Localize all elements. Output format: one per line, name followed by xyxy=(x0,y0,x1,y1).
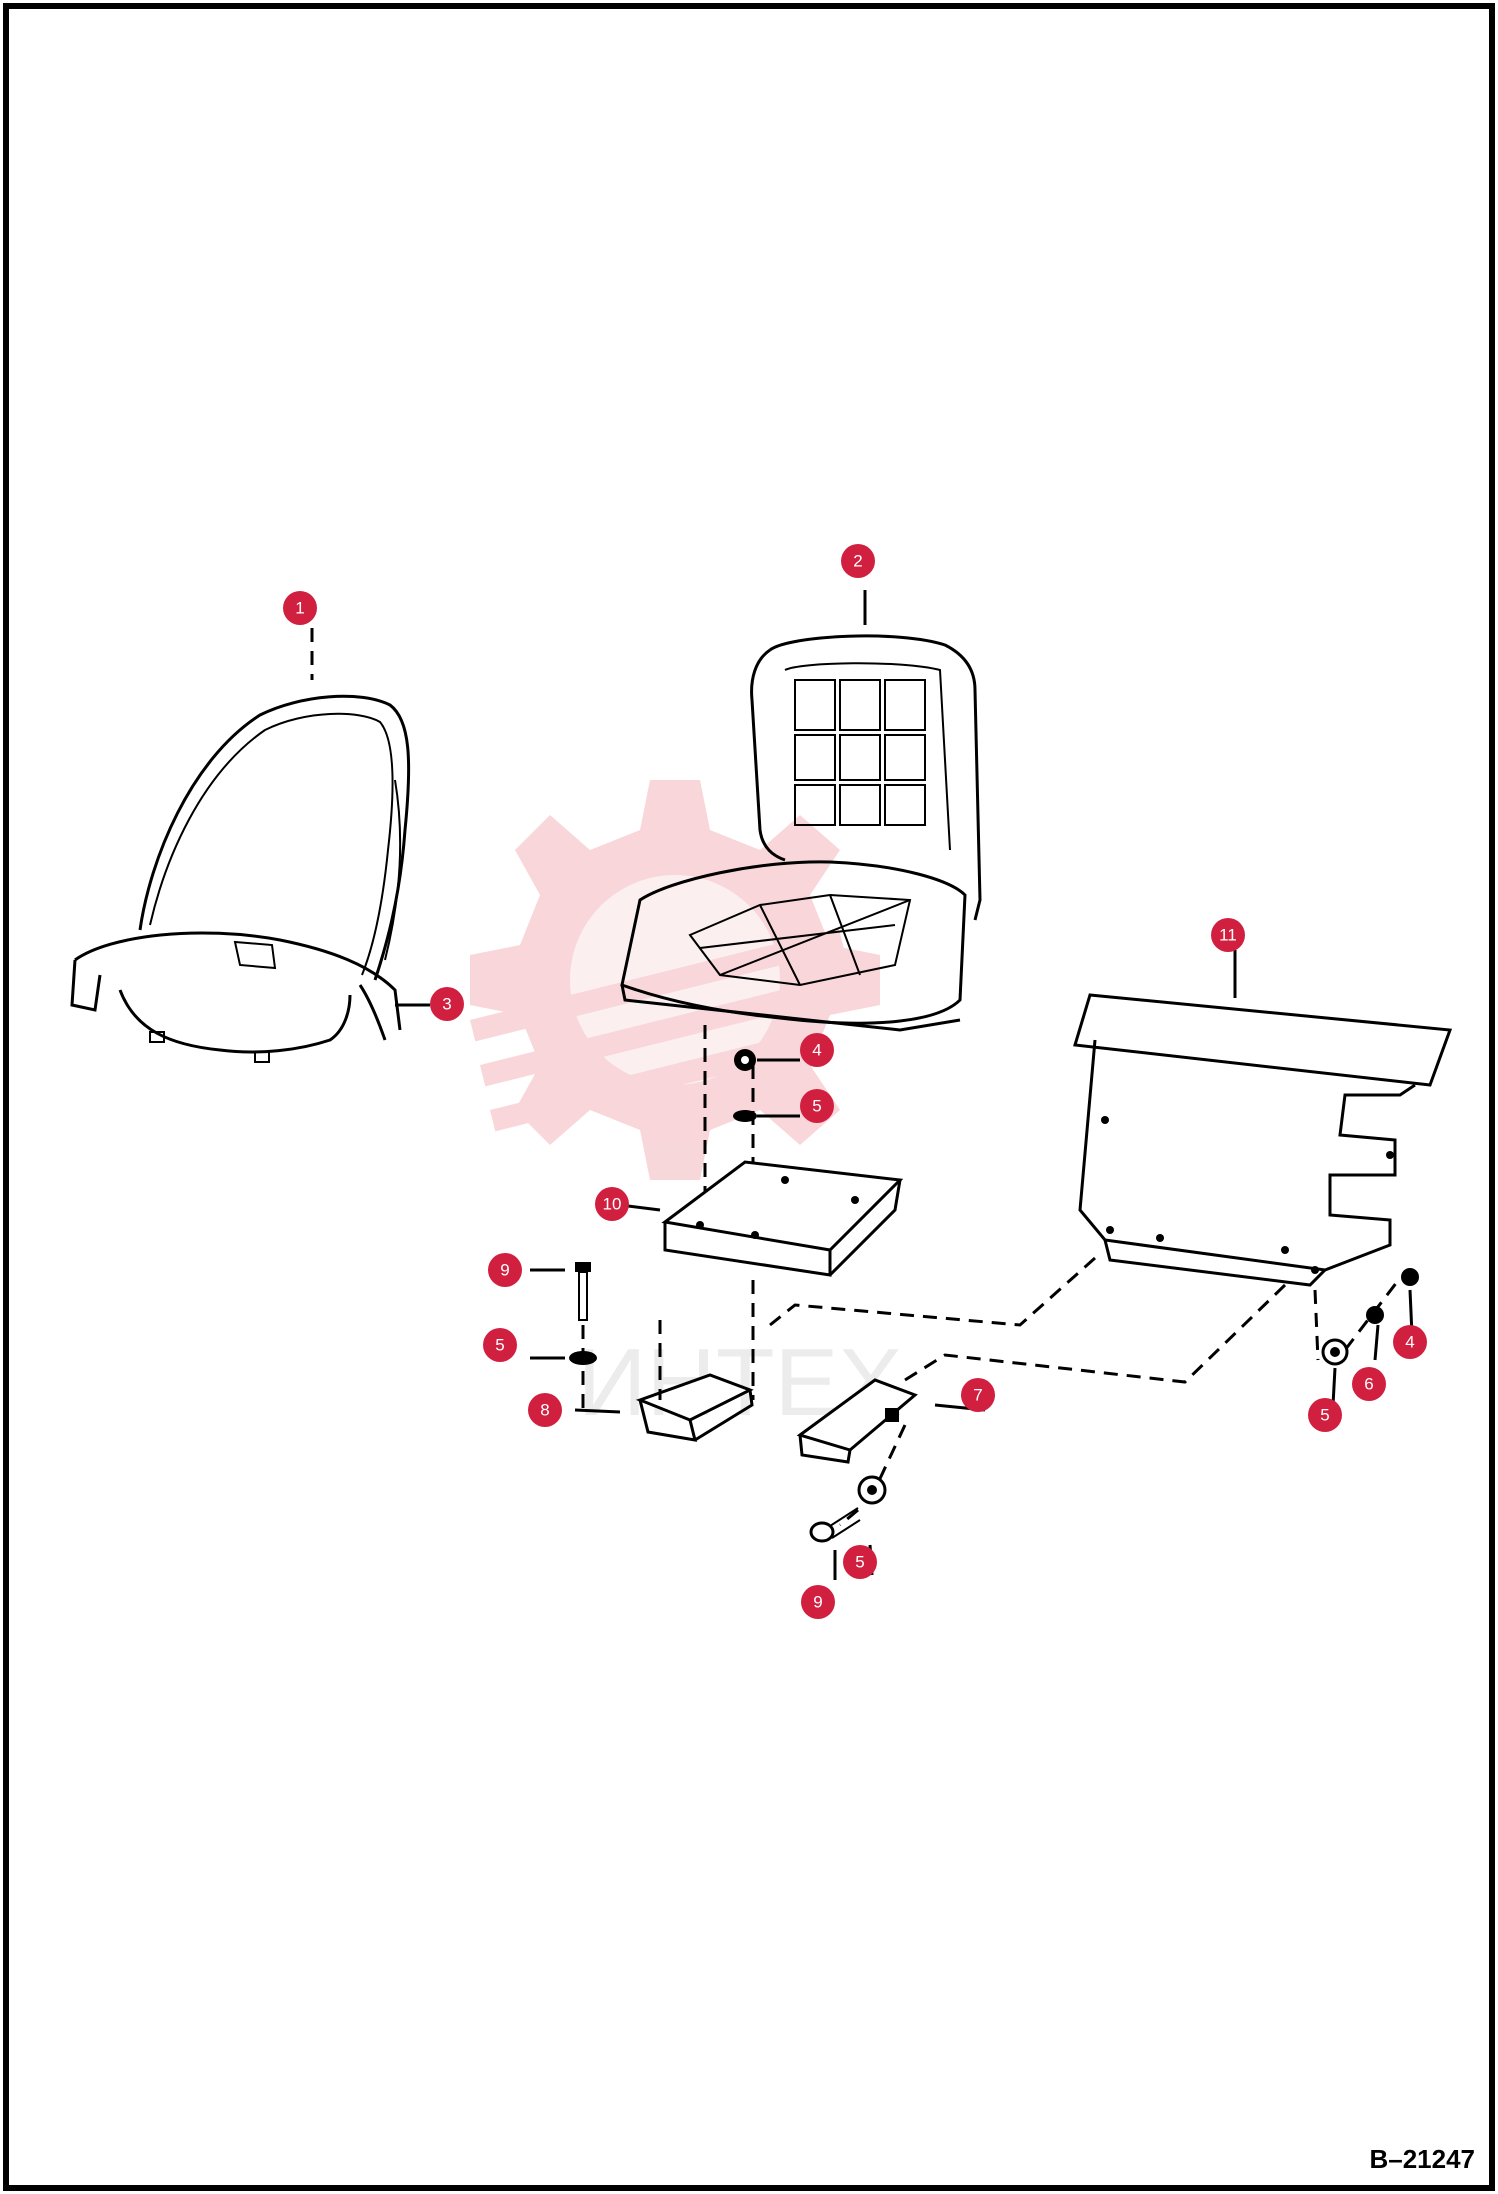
callout-4: 4 xyxy=(800,1033,834,1067)
dashed-right-hardware xyxy=(1343,1277,1402,1351)
callout-label: 11 xyxy=(1219,926,1237,945)
callout-5: 5 xyxy=(800,1089,834,1123)
callout-marker xyxy=(595,1187,629,1221)
callout-marker xyxy=(528,1393,562,1427)
bolt-upper xyxy=(575,1262,591,1321)
callout-label: 4 xyxy=(1405,1333,1414,1352)
callout-label: 1 xyxy=(295,599,304,618)
callout-10: 10 xyxy=(595,1187,629,1221)
callout-9: 9 xyxy=(801,1585,835,1619)
callout-label: 5 xyxy=(1320,1406,1329,1425)
leader-8 xyxy=(574,1408,621,1414)
callout-label: 9 xyxy=(500,1261,509,1280)
page-border xyxy=(3,3,1495,2191)
callout-label: 9 xyxy=(813,1593,822,1612)
callout-marker xyxy=(801,1585,835,1619)
callout-marker xyxy=(843,1545,877,1579)
callout-marker xyxy=(800,1089,834,1123)
callout-7: 7 xyxy=(961,1378,995,1412)
callout-5: 5 xyxy=(1308,1398,1342,1432)
callout-marker xyxy=(1352,1367,1386,1401)
washer-right xyxy=(1321,1338,1349,1366)
dashed-bolt-lower xyxy=(839,1508,859,1527)
panel-part xyxy=(1073,993,1453,1287)
callout-label: 8 xyxy=(540,1401,549,1420)
callout-11: 11 xyxy=(1211,918,1245,952)
dashed-panel-right xyxy=(904,1283,1287,1384)
callout-2: 2 xyxy=(841,544,875,578)
nut-center xyxy=(734,1049,756,1071)
callout-1: 1 xyxy=(283,591,317,625)
dashed-panel-down xyxy=(1313,1289,1320,1361)
callout-marker xyxy=(430,987,464,1021)
callout-label: 10 xyxy=(603,1195,622,1214)
callout-3: 3 xyxy=(430,987,464,1021)
lockwasher-right xyxy=(1366,1306,1384,1324)
bolt-lower xyxy=(809,1507,861,1543)
dashed-bracket-right xyxy=(868,1424,907,1501)
callout-marker xyxy=(483,1328,517,1362)
callout-marker xyxy=(488,1253,522,1287)
callout-label: 4 xyxy=(812,1041,821,1060)
callout-6: 6 xyxy=(1352,1367,1386,1401)
callouts-layer: 1 2 3 4 5 10 11 9 5 8 7 5 9 4 6 5 xyxy=(283,544,1427,1619)
callout-4: 4 xyxy=(1393,1325,1427,1359)
washer-center xyxy=(733,1110,757,1122)
callout-9: 9 xyxy=(488,1253,522,1287)
nut-right xyxy=(1401,1268,1419,1286)
mounting-plate-part xyxy=(661,1160,904,1277)
washer-lower xyxy=(857,1475,887,1505)
right-bracket-part xyxy=(796,1378,918,1464)
callout-marker xyxy=(1393,1325,1427,1359)
drawing-id: B–21247 xyxy=(1369,2144,1475,2174)
callout-marker xyxy=(283,591,317,625)
leader-5d xyxy=(1331,1367,1337,1406)
watermark-logo xyxy=(470,780,880,1180)
callout-marker xyxy=(841,544,875,578)
callout-label: 5 xyxy=(812,1097,821,1116)
callout-label: 2 xyxy=(853,552,862,571)
callout-label: 3 xyxy=(442,995,451,1014)
callout-label: 5 xyxy=(495,1336,504,1355)
dashed-panel-left xyxy=(769,1256,1096,1327)
callout-label: 5 xyxy=(855,1553,864,1572)
callout-marker xyxy=(961,1378,995,1412)
callout-label: 7 xyxy=(973,1386,982,1405)
callout-marker xyxy=(800,1033,834,1067)
seat-cushion-part xyxy=(620,634,982,1032)
left-bracket-part xyxy=(635,1320,754,1442)
callout-label: 6 xyxy=(1364,1375,1373,1394)
callout-5: 5 xyxy=(843,1545,877,1579)
callout-marker xyxy=(1308,1398,1342,1432)
leader-6 xyxy=(1373,1324,1380,1361)
washer-left xyxy=(569,1351,597,1365)
seat-shell-part xyxy=(70,694,411,1063)
callout-5: 5 xyxy=(483,1328,517,1362)
callout-8: 8 xyxy=(528,1393,562,1427)
callout-marker xyxy=(1211,918,1245,952)
